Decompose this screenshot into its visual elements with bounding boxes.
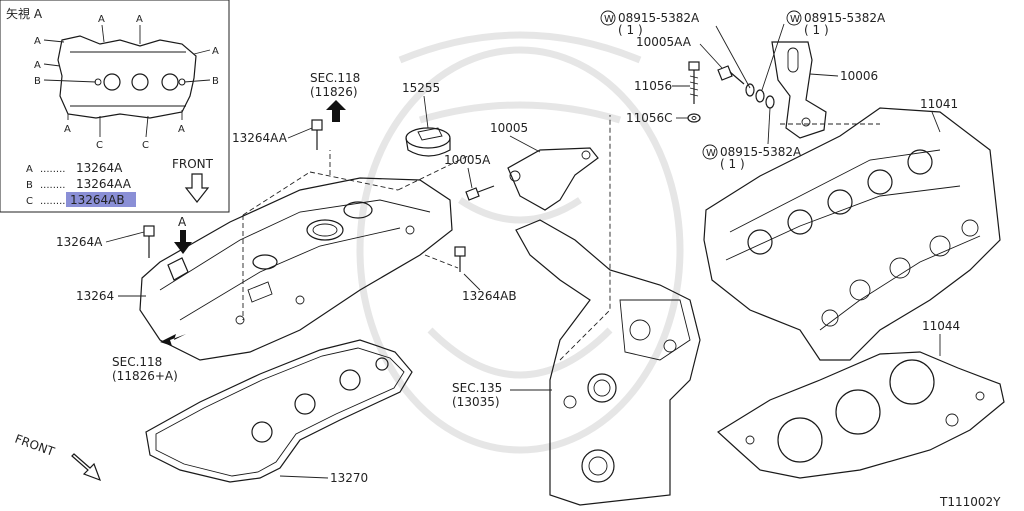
svg-text:B: B <box>26 180 33 191</box>
svg-text:W: W <box>604 14 614 25</box>
label-10005: 10005 <box>490 121 528 135</box>
cover-gasket <box>145 339 413 483</box>
front-cover <box>515 115 701 506</box>
diagram-id: T111002Y <box>939 495 1001 509</box>
head-gasket <box>717 351 1005 479</box>
svg-text:B: B <box>212 76 219 87</box>
bolt-13264AA <box>311 119 323 150</box>
sec135-label: SEC.135 <box>452 381 502 395</box>
inset-bore <box>131 73 149 91</box>
label-11056: 11056 <box>634 79 672 93</box>
bracket-10005 <box>507 147 599 211</box>
svg-text:........: ........ <box>40 180 65 191</box>
svg-text:A: A <box>34 36 41 47</box>
label-10005A: 10005A <box>444 153 491 167</box>
sec118-top-ref: (11826) <box>310 85 358 99</box>
qty-08915-top-right: ( 1 ) <box>804 23 829 37</box>
sec118-bottom-ref: (11826+A) <box>112 369 178 383</box>
legend-highlight <box>66 192 136 207</box>
label-arrow-A: A <box>178 215 187 229</box>
label-10006: 10006 <box>840 69 878 83</box>
inset-title: 矢視 A <box>6 6 43 21</box>
label-13270: 13270 <box>330 471 368 485</box>
svg-text:A: A <box>212 46 219 57</box>
bolt-10005A <box>465 185 495 201</box>
washer-11056C <box>687 113 701 123</box>
label-13264A: 13264A <box>56 235 103 249</box>
inset-view-a: 矢視 A A A A A A B B A C C A A <box>0 0 230 213</box>
svg-text:A: A <box>26 164 33 175</box>
svg-text:A: A <box>98 14 105 25</box>
svg-text:........: ........ <box>40 164 65 175</box>
svg-text:C: C <box>26 196 33 207</box>
label-11056C: 11056C <box>626 111 673 125</box>
w-symbol-icon <box>702 144 718 160</box>
w-symbol-icon <box>786 10 802 26</box>
bolt-10005AA <box>717 65 745 85</box>
down-arrow-icon <box>174 230 192 254</box>
stud-11056 <box>688 61 700 104</box>
svg-text:13264A: 13264A <box>76 161 123 175</box>
sec135-ref: (13035) <box>452 395 500 409</box>
inset-bore <box>161 73 179 91</box>
inset-front-arrow <box>184 173 210 203</box>
label-13264AA: 13264AA <box>232 131 288 145</box>
label-08915-top-left: 08915-5382A <box>618 11 700 25</box>
svg-text:A: A <box>34 60 41 71</box>
label-08915-top-right: 08915-5382A <box>804 11 886 25</box>
svg-text:A: A <box>178 124 185 135</box>
svg-text:W: W <box>706 148 716 159</box>
up-arrow-icon <box>326 100 346 122</box>
label-10005AA: 10005AA <box>636 35 692 49</box>
cover-guide-lines <box>242 150 471 320</box>
svg-text:13264AB: 13264AB <box>70 193 125 207</box>
inset-legend: A ........ 13264A B ........ 13264AA C .… <box>26 161 136 207</box>
label-15255: 15255 <box>402 81 440 95</box>
cylinder-head <box>703 107 1001 361</box>
sec118-arrow-icon <box>160 334 186 346</box>
svg-text:A: A <box>136 14 143 25</box>
front-label: FRONT <box>13 432 57 459</box>
inset-front-label: FRONT <box>172 157 214 171</box>
bolt-13264A <box>143 225 155 258</box>
front-arrow-icon <box>71 453 102 482</box>
svg-text:W: W <box>790 14 800 25</box>
svg-text:13264AA: 13264AA <box>76 177 132 191</box>
svg-text:A: A <box>64 124 71 135</box>
qty-08915-top-left: ( 1 ) <box>618 23 643 37</box>
label-11041: 11041 <box>920 97 958 111</box>
svg-text:B: B <box>34 76 41 87</box>
oil-filler-cap <box>405 127 451 157</box>
w-symbol-icon <box>600 10 616 26</box>
inset-bore <box>103 73 121 91</box>
sec118-top-label: SEC.118 <box>310 71 360 85</box>
svg-text:C: C <box>142 140 149 151</box>
label-08915-mid: 08915-5382A <box>720 145 802 159</box>
svg-text:C: C <box>96 140 103 151</box>
label-13264AB: 13264AB <box>462 289 517 303</box>
inset-cover-outline <box>57 35 197 119</box>
rocker-cover <box>139 177 453 361</box>
watermark-emblem <box>356 31 684 454</box>
sec118-bottom-label: SEC.118 <box>112 355 162 369</box>
bolt-13264AB <box>454 246 466 272</box>
qty-08915-mid: ( 1 ) <box>720 157 745 171</box>
bracket-10006 <box>771 41 827 139</box>
svg-text:........: ........ <box>40 196 65 207</box>
label-11044: 11044 <box>922 319 960 333</box>
label-13264: 13264 <box>76 289 114 303</box>
